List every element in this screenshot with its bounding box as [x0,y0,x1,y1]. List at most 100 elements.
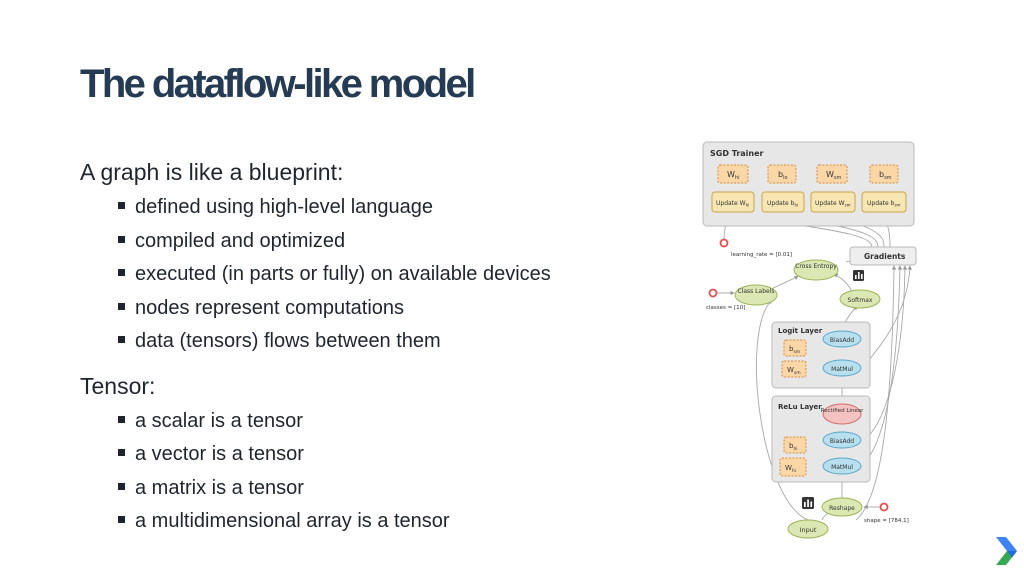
bullet-item: data (tensors) flows between them [118,325,660,359]
bullet-square-icon [118,302,125,310]
bullet-text: a multidimensional array is a tensor [135,510,450,532]
param-letter: W [727,170,735,179]
shape-constant: shape = [784,1] [863,502,909,524]
bullet-square-icon [118,449,125,456]
update-label: Update W [815,200,845,207]
rectified-linear-label: Rectified Linear [821,408,865,414]
graph-bullet-list: defined using high-level language compil… [80,191,660,359]
bias-subscript: hi [793,446,797,452]
sgd-param-b-sm: bsm [869,164,899,184]
bullet-text: defined using high-level language [135,196,434,218]
edge [861,265,913,369]
param-subscript: sm [834,175,842,181]
svg-text:bhi: bhi [789,442,798,452]
update-label: Update W [716,200,746,207]
bullet-item: a matrix is a tensor [118,472,660,506]
matmul-label: MatMul [831,366,853,373]
edge [833,273,853,293]
edge [861,265,908,443]
bullet-text: executed (in parts or fully) on availabl… [135,263,551,285]
reshape-label: Reshape [829,505,855,512]
weight-subscript: hi [792,468,796,474]
weight-letter: W [785,464,792,472]
bar-chart-icon [802,497,814,509]
param-letter: W [826,170,834,179]
chevron-logo-icon [996,537,1017,565]
update-subscript: sm [845,203,851,208]
bullet-item: executed (in parts or fully) on availabl… [118,258,660,292]
bullet-square-icon [118,482,125,490]
logit-layer-label: Logit Layer [778,327,823,335]
class-labels-label: Class Labels [737,288,774,295]
classes-constant: classes = [10] [706,288,745,311]
edge [855,265,897,521]
weight-letter: W [787,366,794,374]
input-node: Input [787,519,829,539]
bullet-item: defined using high-level language [118,191,660,225]
relu-weight-variable: Whi [779,457,807,477]
logit-bias-variable: bsm [783,339,807,357]
update-label: Update b [767,200,795,207]
svg-text:Update bsm: Update bsm [867,200,901,208]
bullet-item: nodes represent computations [118,292,660,326]
logit-layer-panel: Logit Layer bsm Wsm BiasAdd MatMul [771,321,871,389]
logit-weight-variable: Wsm [781,360,807,378]
param-letter: b [879,170,884,179]
sgd-trainer-label: SGD Trainer [710,149,764,158]
relu-bias-variable: bhi [783,436,807,454]
bias-letter: b [789,442,794,450]
slide-body: A graph is like a blueprint: defined usi… [80,157,660,539]
input-label: Input [800,526,817,534]
softmax-node: Softmax [839,289,881,309]
logit-biasadd-node: BiasAdd [822,330,862,348]
bullet-square-icon [118,202,125,209]
bullet-item: a vector is a tensor [118,438,660,472]
svg-text:bsm: bsm [879,170,892,181]
bullet-square-icon [118,516,125,523]
svg-text:Update Wsm: Update Wsm [815,200,851,208]
learning-rate-constant: learning_rate = [0.01] [719,238,792,258]
svg-text:Wsm: Wsm [787,366,801,376]
slide-title: The dataflow-like model [80,62,476,106]
update-subscript: hi [794,203,798,208]
update-b-sm-node: Update bsm [861,191,907,213]
rectified-linear-node: Rectified Linear [821,403,865,425]
relu-matmul-node: MatMul [822,457,862,475]
update-subscript: sm [894,203,900,208]
section-heading-tensor: Tensor: [80,372,156,399]
update-b-hi-node: Update bhi [761,191,805,213]
bullet-text: a vector is a tensor [135,443,304,465]
update-w-hi-node: Update Whi [711,191,755,213]
relu-biasadd-node: BiasAdd [822,431,862,449]
sgd-param-b-lo: blo [767,164,797,184]
cross-entropy-node: Cross Entropy [793,259,839,281]
bullet-text: a matrix is a tensor [135,476,304,499]
gradients-label: Gradients [864,252,906,261]
weight-subscript: sm [794,371,801,376]
svg-text:bsm: bsm [789,345,800,355]
svg-text:Wsm: Wsm [826,170,842,181]
bullet-item: compiled and optimized [118,225,660,259]
section-heading-graph: A graph is like a blueprint: [80,159,344,185]
svg-text:Whi: Whi [727,170,739,181]
update-w-sm-node: Update Wsm [810,191,856,213]
update-subscript: hi [746,203,750,208]
edge [756,299,809,521]
bias-subscript: sm [793,350,800,355]
biasadd-label: BiasAdd [830,438,854,445]
param-letter: b [778,170,783,179]
bullet-text: a scalar is a tensor [135,409,303,432]
param-subscript: hi [735,175,740,181]
bullet-square-icon [118,269,125,276]
svg-text:Update bhi: Update bhi [767,200,798,208]
sgd-param-w-sm: Wsm [816,164,848,184]
bullet-item: a multidimensional array is a tensor [118,505,660,539]
bias-letter: b [789,345,794,353]
softmax-label: Softmax [848,297,873,304]
bullet-square-icon [118,336,125,343]
logit-matmul-node: MatMul [822,359,862,377]
bullet-item: a scalar is a tensor [118,405,660,439]
bullet-square-icon [118,415,125,423]
svg-text:Update Whi: Update Whi [716,200,749,208]
